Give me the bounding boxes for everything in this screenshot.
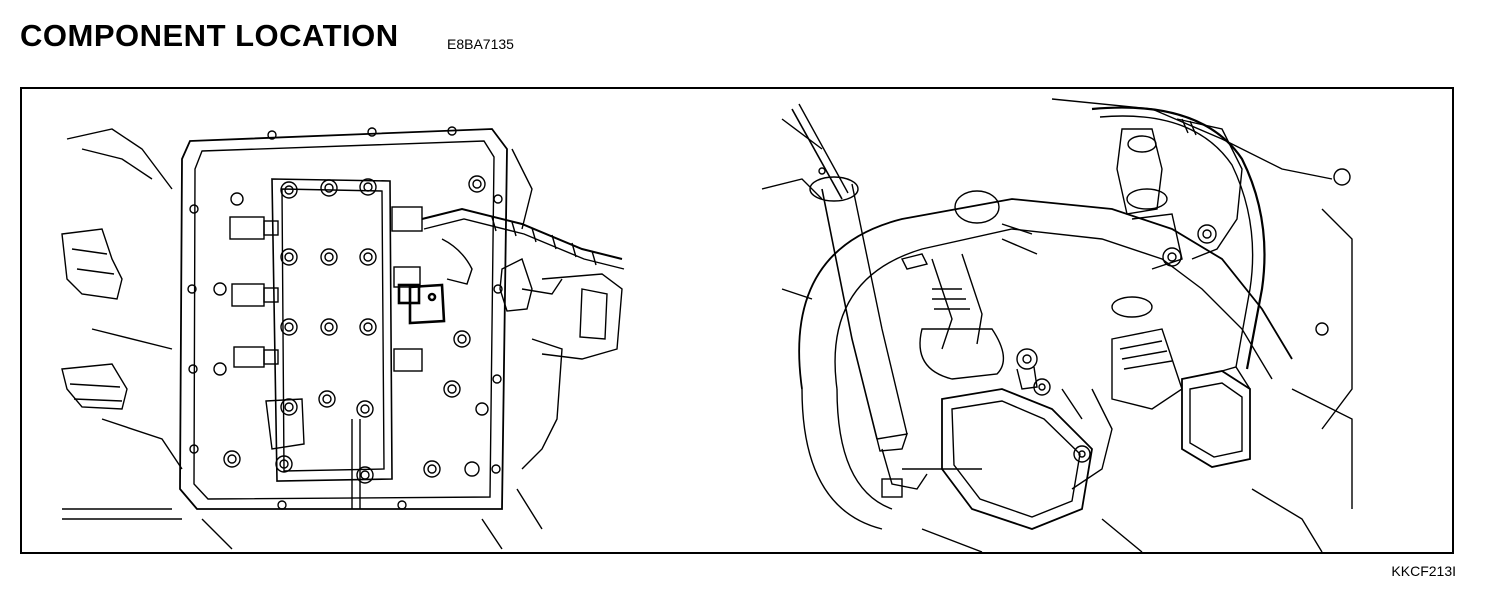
document-code: E8BA7135	[447, 36, 514, 52]
valve-plate-bolts	[213, 175, 489, 484]
component-illustration	[61, 98, 1353, 552]
flange-bolts	[187, 126, 503, 510]
highlighted-sensor	[397, 283, 446, 325]
figure-code: KKCF213I	[1391, 563, 1456, 579]
illustration-frame	[20, 87, 1454, 554]
valve-body-view	[61, 126, 625, 550]
selector-view	[761, 98, 1353, 552]
page-title: COMPONENT LOCATION	[20, 18, 399, 53]
solenoids	[229, 206, 423, 450]
